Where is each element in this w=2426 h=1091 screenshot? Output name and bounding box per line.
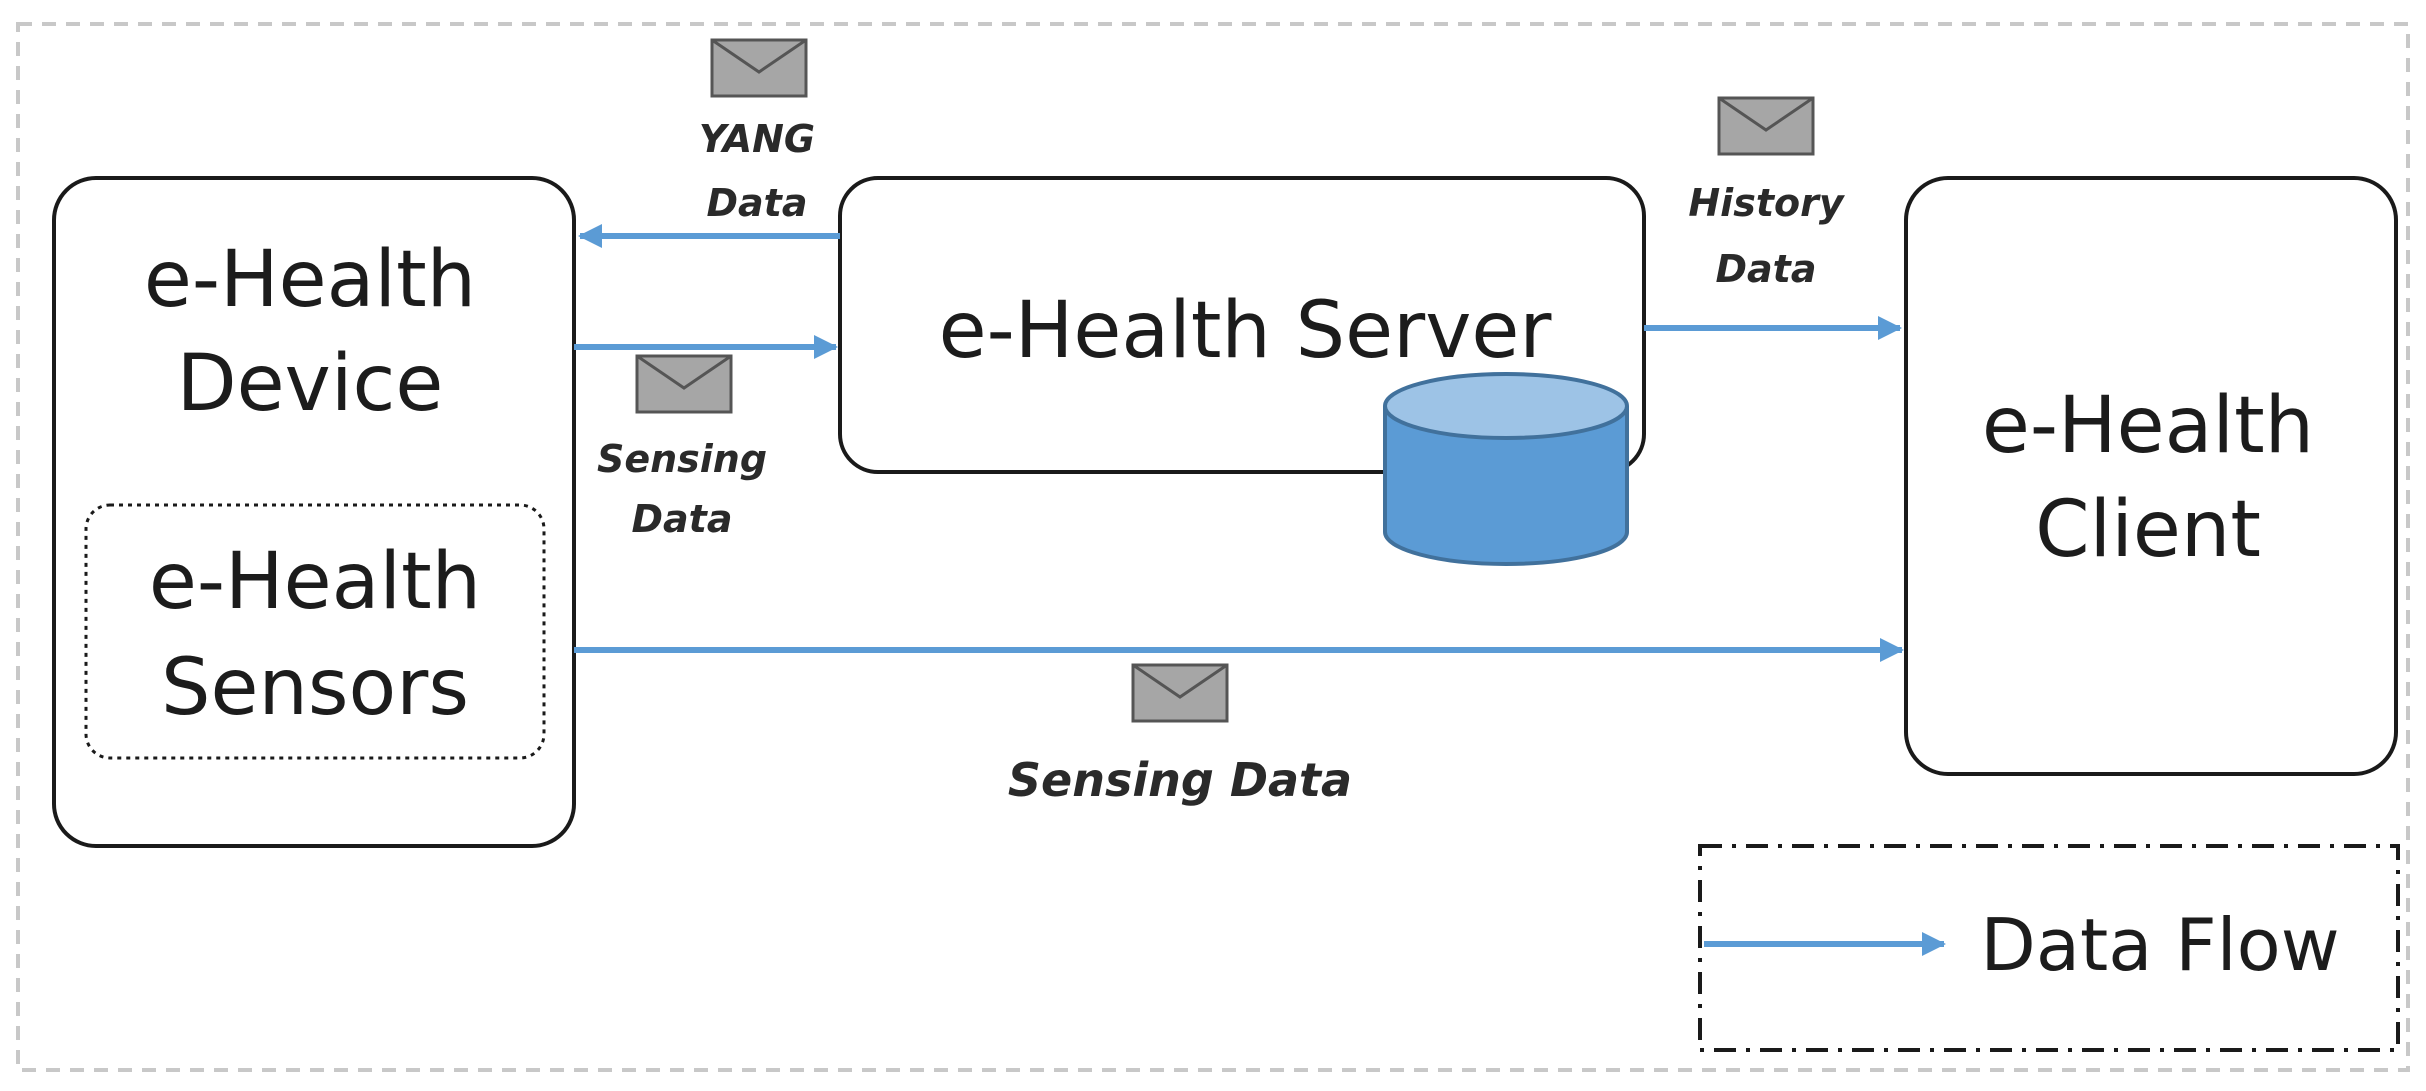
sensing-client-envelope-icon xyxy=(1131,663,1229,723)
device-label-line1: e-Health xyxy=(144,235,476,325)
client-label-line2: Client xyxy=(2035,485,2261,575)
outer-frame xyxy=(16,22,2410,1072)
database-icon xyxy=(1383,372,1629,566)
legend-label: Data Flow xyxy=(1980,903,2339,987)
history-label-line1: History xyxy=(1688,181,1845,225)
history-envelope-icon xyxy=(1717,96,1815,156)
client-label-line1: e-Health xyxy=(1982,381,2314,471)
sensors-node: e-Health Sensors xyxy=(84,503,546,760)
sensors-label-line2: Sensors xyxy=(161,643,469,733)
sensors-label-line1: e-Health xyxy=(149,537,481,627)
server-label: e-Health Server xyxy=(939,286,1553,376)
client-node: e-Health Client xyxy=(1904,176,2398,776)
sensing-server-label-line2: Data xyxy=(632,497,733,541)
sensing-client-label: Sensing Data xyxy=(1008,753,1352,807)
history-label-line2: Data xyxy=(1716,247,1817,291)
device-label-line2: Device xyxy=(177,339,444,429)
sensing-server-label-line1: Sensing xyxy=(597,437,767,481)
sensing-server-envelope-icon xyxy=(635,354,733,414)
legend: Data Flow xyxy=(1698,844,2400,1052)
yang-label-line1: YANG xyxy=(699,117,815,161)
yang-label-line2: Data xyxy=(707,181,808,225)
yang-envelope-icon xyxy=(710,38,808,98)
